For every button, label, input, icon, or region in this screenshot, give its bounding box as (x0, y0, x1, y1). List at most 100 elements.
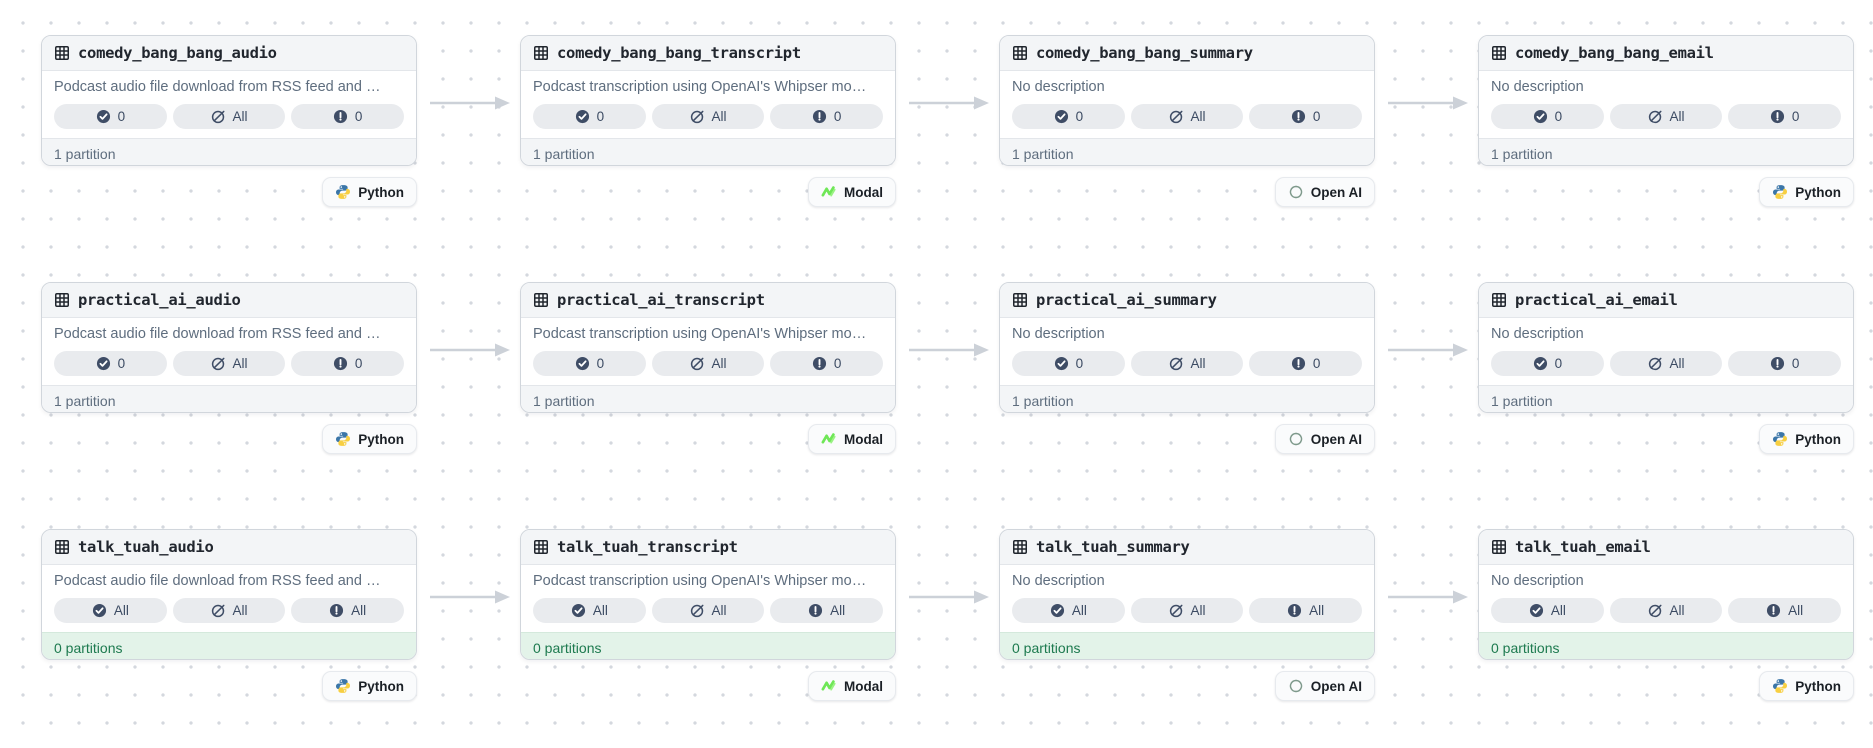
badge-value: All (1190, 356, 1206, 371)
badge-slash-circle[interactable]: All (1130, 351, 1244, 376)
asset-node[interactable]: talk_tuah_audio Podcast audio file downl… (41, 529, 417, 660)
badge-exclamation-circle[interactable]: All (291, 598, 405, 623)
badge-slash-circle[interactable]: All (172, 598, 286, 623)
badge-value: All (1669, 356, 1685, 371)
asset-cell: comedy_bang_bang_summary No description … (999, 35, 1375, 207)
compute-kind-tag[interactable]: Python (1759, 671, 1854, 701)
compute-kind-tag[interactable]: Modal (808, 177, 896, 207)
badge-exclamation-circle[interactable]: All (1249, 598, 1363, 623)
asset-node[interactable]: comedy_bang_bang_audio Podcast audio fil… (41, 35, 417, 166)
asset-node-header[interactable]: comedy_bang_bang_summary (1000, 36, 1374, 71)
asset-node-header[interactable]: talk_tuah_transcript (521, 530, 895, 565)
exclamation-circle-icon (1770, 109, 1785, 124)
compute-kind-tag[interactable]: Open AI (1274, 424, 1375, 454)
compute-kind-tag[interactable]: Open AI (1274, 177, 1375, 207)
asset-node-body: Podcast audio file download from RSS fee… (42, 565, 416, 632)
asset-node[interactable]: practical_ai_audio Podcast audio file do… (41, 282, 417, 413)
badge-check-circle[interactable]: All (54, 598, 167, 623)
badge-check-circle[interactable]: 0 (533, 104, 646, 129)
exclamation-circle-icon (1291, 356, 1306, 371)
asset-node[interactable]: comedy_bang_bang_summary No description … (999, 35, 1375, 166)
badge-value: All (711, 603, 727, 618)
asset-node-header[interactable]: comedy_bang_bang_transcript (521, 36, 895, 71)
partition-status: 0 partitions (521, 632, 895, 659)
badge-slash-circle[interactable]: All (651, 598, 765, 623)
asset-cell: practical_ai_audio Podcast audio file do… (41, 282, 417, 454)
exclamation-circle-icon (329, 603, 344, 618)
badge-value: 0 (1075, 356, 1084, 371)
badge-check-circle[interactable]: 0 (1491, 351, 1604, 376)
compute-kind-tag[interactable]: Modal (808, 424, 896, 454)
badge-slash-circle[interactable]: All (651, 104, 765, 129)
badge-slash-circle[interactable]: All (1609, 104, 1723, 129)
badge-exclamation-circle[interactable]: 0 (770, 351, 884, 376)
asset-node[interactable]: practical_ai_transcript Podcast transcri… (520, 282, 896, 413)
badge-exclamation-circle[interactable]: 0 (770, 104, 884, 129)
asset-node[interactable]: talk_tuah_transcript Podcast transcripti… (520, 529, 896, 660)
asset-node-header[interactable]: comedy_bang_bang_audio (42, 36, 416, 71)
badge-exclamation-circle[interactable]: All (770, 598, 884, 623)
asset-node-header[interactable]: talk_tuah_summary (1000, 530, 1374, 565)
edge-arrow (1388, 95, 1468, 111)
asset-node-header[interactable]: talk_tuah_audio (42, 530, 416, 565)
badge-slash-circle[interactable]: All (172, 104, 286, 129)
badge-exclamation-circle[interactable]: 0 (1249, 104, 1363, 129)
badge-value: 0 (833, 109, 842, 124)
slash-circle-icon (1169, 109, 1184, 124)
badge-check-circle[interactable]: 0 (54, 351, 167, 376)
badge-check-circle[interactable]: 0 (1012, 104, 1125, 129)
badge-check-circle[interactable]: 0 (54, 104, 167, 129)
badge-slash-circle[interactable]: All (172, 351, 286, 376)
compute-kind-tag[interactable]: Python (322, 671, 417, 701)
partition-status: 1 partition (1000, 385, 1374, 412)
asset-description: Podcast audio file download from RSS fee… (54, 573, 381, 589)
badge-slash-circle[interactable]: All (651, 351, 765, 376)
asset-node-header[interactable]: practical_ai_email (1479, 283, 1853, 318)
badge-slash-circle[interactable]: All (1130, 598, 1244, 623)
asset-node-header[interactable]: comedy_bang_bang_email (1479, 36, 1853, 71)
asset-node-header[interactable]: practical_ai_summary (1000, 283, 1374, 318)
openai-logo-icon (1288, 678, 1304, 694)
badge-slash-circle[interactable]: All (1130, 104, 1244, 129)
badge-value: All (1071, 603, 1087, 618)
badge-exclamation-circle[interactable]: 0 (1728, 351, 1842, 376)
badge-value: 0 (1312, 356, 1321, 371)
badge-slash-circle[interactable]: All (1609, 351, 1723, 376)
badge-exclamation-circle[interactable]: 0 (1249, 351, 1363, 376)
badge-check-circle[interactable]: All (1491, 598, 1604, 623)
compute-kind-tag[interactable]: Python (322, 177, 417, 207)
badge-exclamation-circle[interactable]: 0 (291, 104, 405, 129)
asset-node-header[interactable]: talk_tuah_email (1479, 530, 1853, 565)
asset-node-header[interactable]: practical_ai_transcript (521, 283, 895, 318)
badge-exclamation-circle[interactable]: All (1728, 598, 1842, 623)
badge-exclamation-circle[interactable]: 0 (291, 351, 405, 376)
asset-node-header[interactable]: practical_ai_audio (42, 283, 416, 318)
compute-kind-tag[interactable]: Open AI (1274, 671, 1375, 701)
badge-check-circle[interactable]: All (533, 598, 646, 623)
badge-check-circle[interactable]: 0 (1012, 351, 1125, 376)
badge-check-circle[interactable]: 0 (1491, 104, 1604, 129)
badge-value: 0 (1075, 109, 1084, 124)
compute-kind-tag[interactable]: Python (1759, 424, 1854, 454)
exclamation-circle-icon (1287, 603, 1302, 618)
badge-slash-circle[interactable]: All (1609, 598, 1723, 623)
badge-check-circle[interactable]: All (1012, 598, 1125, 623)
badge-exclamation-circle[interactable]: 0 (1728, 104, 1842, 129)
asset-name: comedy_bang_bang_transcript (557, 44, 801, 62)
badge-check-circle[interactable]: 0 (533, 351, 646, 376)
compute-kind-tag[interactable]: Python (1759, 177, 1854, 207)
asset-node[interactable]: comedy_bang_bang_transcript Podcast tran… (520, 35, 896, 166)
slash-circle-icon (1648, 603, 1663, 618)
compute-kind-tag[interactable]: Modal (808, 671, 896, 701)
compute-kind-tag[interactable]: Python (322, 424, 417, 454)
asset-description: Podcast transcription using OpenAI's Whi… (533, 326, 867, 342)
